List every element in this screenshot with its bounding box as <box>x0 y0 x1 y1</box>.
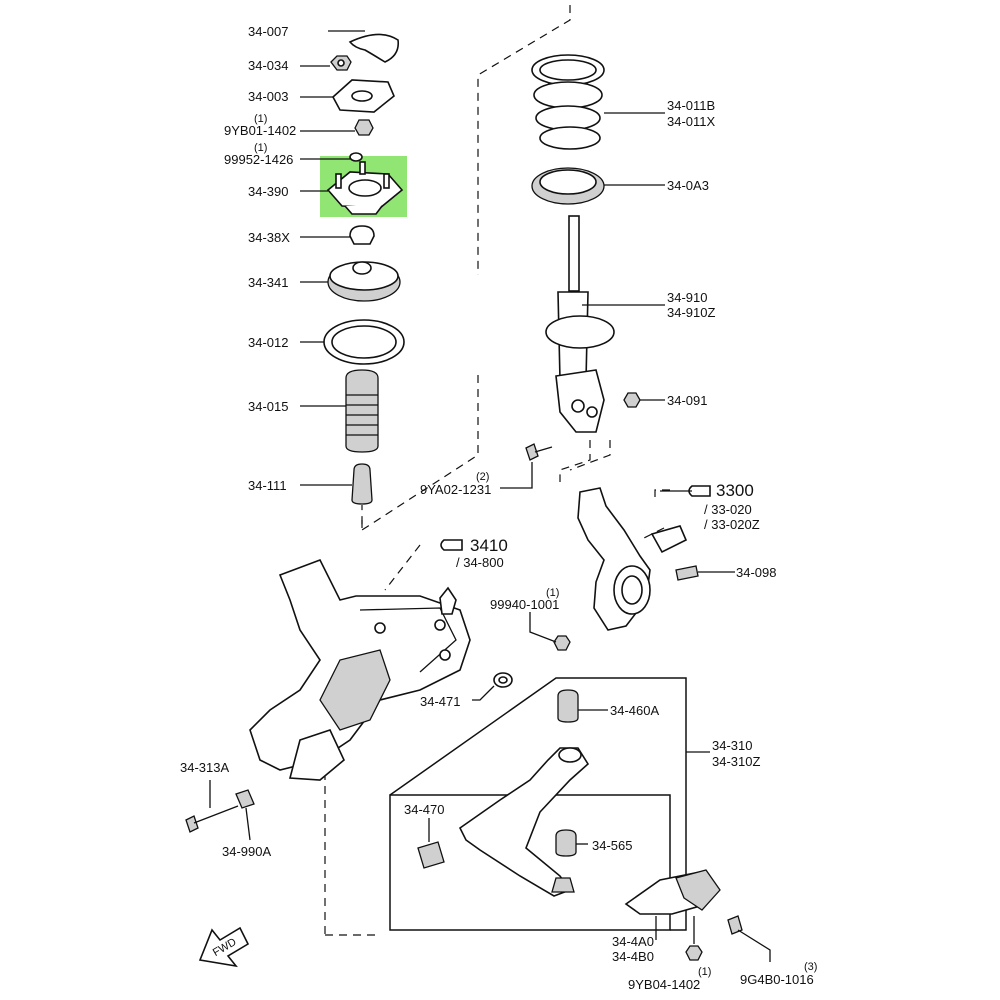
label-33-020[interactable]: / 33-020 <box>704 502 752 517</box>
part-knuckle-3300[interactable] <box>577 487 688 631</box>
label-34-111[interactable]: 34-111 <box>248 478 287 493</box>
label-34-470[interactable]: 34-470 <box>404 802 444 817</box>
label-qty-2: (2) <box>476 471 489 483</box>
leader-lines-right <box>500 112 665 489</box>
part-34-990A[interactable] <box>235 789 255 841</box>
label-34-471[interactable]: 34-471 <box>420 694 460 709</box>
label-34-012[interactable]: 34-012 <box>248 335 288 350</box>
part-34-341[interactable] <box>327 261 401 302</box>
part-34-003[interactable] <box>331 79 395 113</box>
part-9YA02-1231[interactable] <box>525 443 553 461</box>
label-34-034[interactable]: 34-034 <box>248 58 288 73</box>
part-34-471[interactable] <box>472 672 513 701</box>
label-3410[interactable]: 3410 <box>470 536 508 555</box>
label-99952-1426[interactable]: 99952-1426 <box>224 152 293 167</box>
label-34-990A[interactable]: 34-990A <box>222 844 271 859</box>
label-34-38X[interactable]: 34-38X <box>248 230 290 245</box>
part-34-011B[interactable] <box>531 54 605 150</box>
label-9YA02-1231[interactable]: 9YA02-1231 <box>420 482 491 497</box>
assembly-dash-lines <box>324 5 670 936</box>
label-34-310Z[interactable]: 34-310Z <box>712 754 760 769</box>
part-9YB01-1402[interactable] <box>354 119 374 136</box>
label-34-0A3[interactable]: 34-0A3 <box>667 178 709 193</box>
label-qty-1d: (1) <box>698 966 711 978</box>
label-34-313A[interactable]: 34-313A <box>180 760 229 775</box>
label-34-910[interactable]: 34-910 <box>667 290 707 305</box>
ref-arrow-3300 <box>660 485 711 497</box>
part-ball-joint[interactable] <box>551 877 575 893</box>
label-34-4B0[interactable]: 34-4B0 <box>612 949 654 964</box>
label-34-341[interactable]: 34-341 <box>248 275 288 290</box>
label-34-091[interactable]: 34-091 <box>667 393 707 408</box>
part-34-4A0[interactable] <box>624 869 721 940</box>
part-34-007[interactable] <box>348 33 400 63</box>
label-99940-1001[interactable]: 99940-1001 <box>490 597 559 612</box>
part-34-390[interactable] <box>326 161 404 215</box>
part-34-460A[interactable] <box>557 689 608 723</box>
fwd-arrow-icon <box>198 926 250 968</box>
label-34-910Z[interactable]: 34-910Z <box>667 305 715 320</box>
part-34-111[interactable] <box>351 463 373 505</box>
label-33-020Z[interactable]: / 33-020Z <box>704 517 760 532</box>
part-34-098[interactable] <box>675 565 735 581</box>
label-9G4B0-1016[interactable]: 9G4B0-1016 <box>740 972 814 987</box>
label-qty-1b: (1) <box>254 142 267 154</box>
label-34-011X[interactable]: 34-011X <box>667 114 716 129</box>
part-34-565[interactable] <box>555 829 588 857</box>
part-34-091[interactable] <box>623 392 641 408</box>
part-34-012[interactable] <box>323 319 405 365</box>
label-3300[interactable]: 3300 <box>716 481 754 500</box>
label-34-390[interactable]: 34-390 <box>248 184 288 199</box>
part-99952-1426[interactable] <box>349 152 363 162</box>
label-34-011B[interactable]: 34-011B <box>667 98 715 113</box>
part-9G4B0-1016[interactable] <box>727 915 771 962</box>
part-34-470[interactable] <box>417 818 445 869</box>
ref-arrow-3410 <box>440 539 463 551</box>
part-34-310[interactable] <box>458 747 590 897</box>
label-qty-1c: (1) <box>546 587 559 599</box>
label-34-098[interactable]: 34-098 <box>736 565 776 580</box>
part-crossmember-3410[interactable] <box>249 558 471 781</box>
label-qty-1a: (1) <box>254 113 267 125</box>
label-34-310[interactable]: 34-310 <box>712 738 752 753</box>
label-34-007[interactable]: 34-007 <box>248 24 288 39</box>
part-34-015[interactable] <box>345 369 379 453</box>
label-34-015[interactable]: 34-015 <box>248 399 288 414</box>
label-34-800[interactable]: / 34-800 <box>456 555 504 570</box>
label-9YB04-1402[interactable]: 9YB04-1402 <box>628 977 700 992</box>
part-labels: 34-007 34-034 34-003 (1) 9YB01-1402 (1) … <box>180 24 817 992</box>
part-34-034[interactable] <box>330 55 352 71</box>
lower-arm-group-frame-top <box>389 677 687 931</box>
part-34-0A3[interactable] <box>531 167 605 205</box>
part-34-910[interactable] <box>545 215 615 433</box>
part-9YB04-1402[interactable] <box>685 916 703 961</box>
part-34-38X[interactable] <box>349 225 375 245</box>
label-34-460A[interactable]: 34-460A <box>610 703 659 718</box>
label-34-003[interactable]: 34-003 <box>248 89 288 104</box>
label-qty-3: (3) <box>804 961 817 973</box>
part-99940-1001[interactable] <box>529 612 571 651</box>
leader-lines-left <box>300 30 365 486</box>
label-34-4A0[interactable]: 34-4A0 <box>612 934 654 949</box>
label-9YB01-1402[interactable]: 9YB01-1402 <box>224 123 296 138</box>
part-34-313A[interactable] <box>185 780 239 833</box>
label-34-565[interactable]: 34-565 <box>592 838 632 853</box>
